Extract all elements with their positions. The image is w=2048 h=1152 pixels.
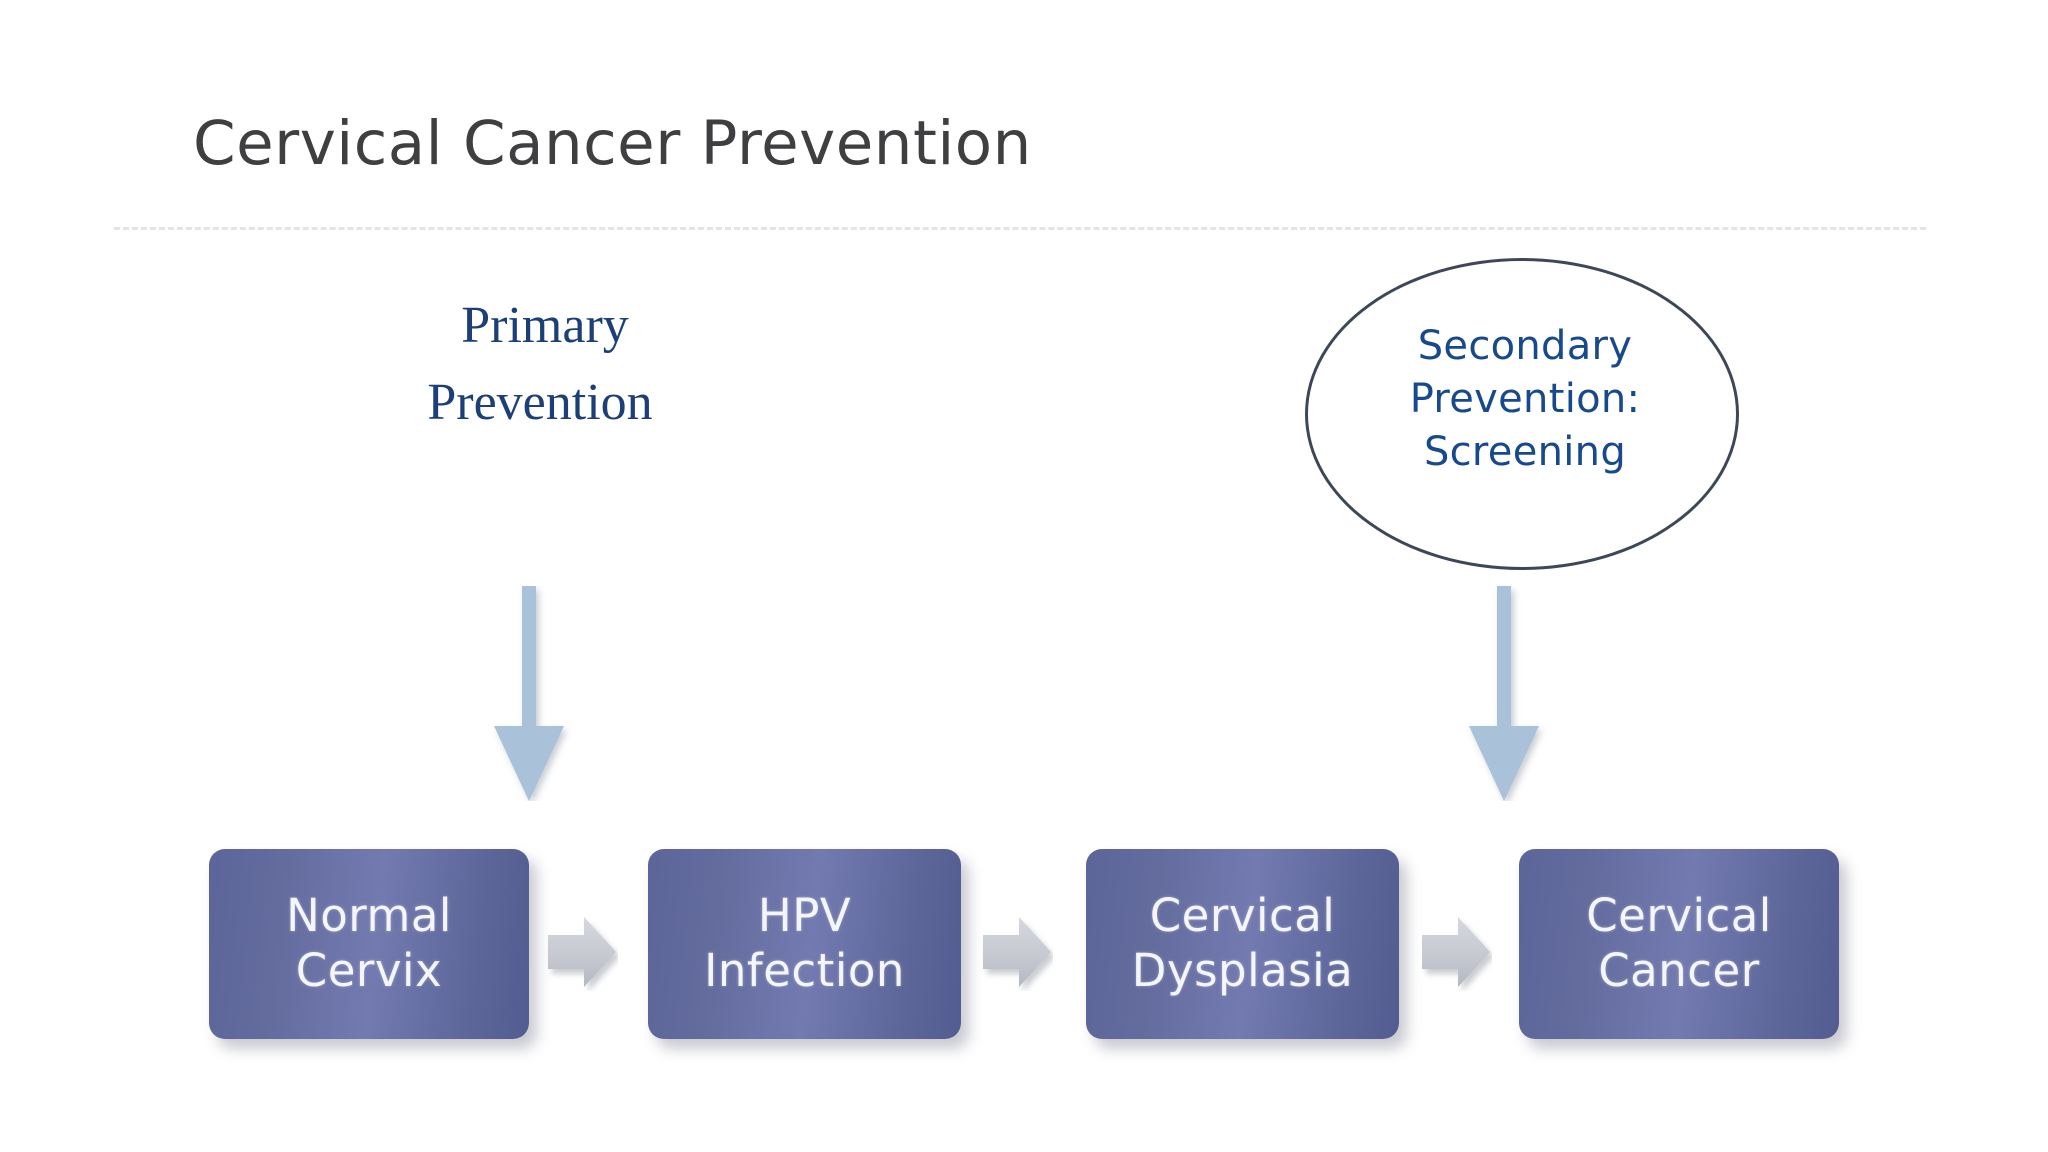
process-box-line-2: Infection (704, 944, 905, 997)
process-box-label: Cervical Dysplasia (1132, 889, 1353, 999)
primary-prevention-label: Primary Prevention (345, 288, 745, 442)
secondary-prevention-label: Secondary Prevention: Screening (1360, 320, 1690, 478)
process-box-line-1: HPV (757, 889, 852, 943)
title-divider (114, 227, 1926, 230)
process-box-normal-cervix: Normal Cervix (209, 849, 529, 1039)
process-box-label: Normal Cervix (286, 889, 452, 999)
secondary-prevention-line-3: Screening (1423, 428, 1627, 475)
process-box-line-2: Cancer (1598, 944, 1760, 997)
process-box-line-1: Normal (286, 889, 452, 943)
process-box-cervical-dysplasia: Cervical Dysplasia (1086, 849, 1399, 1039)
process-box-line-1: Cervical (1149, 889, 1336, 943)
process-box-line-1: Cervical (1586, 889, 1772, 943)
secondary-prevention-down-arrow (1460, 586, 1548, 801)
secondary-prevention-ellipse (1305, 258, 1739, 570)
secondary-prevention-line-1: Secondary (1417, 323, 1633, 369)
process-box-cervical-cancer: Cervical Cancer (1519, 849, 1839, 1039)
chevron-right-icon (546, 913, 618, 991)
primary-prevention-down-arrow (485, 586, 573, 801)
process-box-line-2: Cervix (295, 944, 443, 997)
primary-prevention-line-2: Prevention (427, 373, 653, 431)
chevron-right-icon (1420, 913, 1492, 991)
primary-prevention-line-1: Primary (461, 297, 629, 354)
chevron-right-icon (981, 913, 1053, 991)
process-box-label: HPV Infection (704, 889, 905, 999)
process-box-hpv-infection: HPV Infection (648, 849, 961, 1039)
page-title: Cervical Cancer Prevention (193, 108, 1032, 179)
process-box-line-2: Dysplasia (1131, 944, 1354, 997)
process-box-label: Cervical Cancer (1586, 889, 1772, 999)
secondary-prevention-line-2: Prevention: (1409, 375, 1641, 422)
